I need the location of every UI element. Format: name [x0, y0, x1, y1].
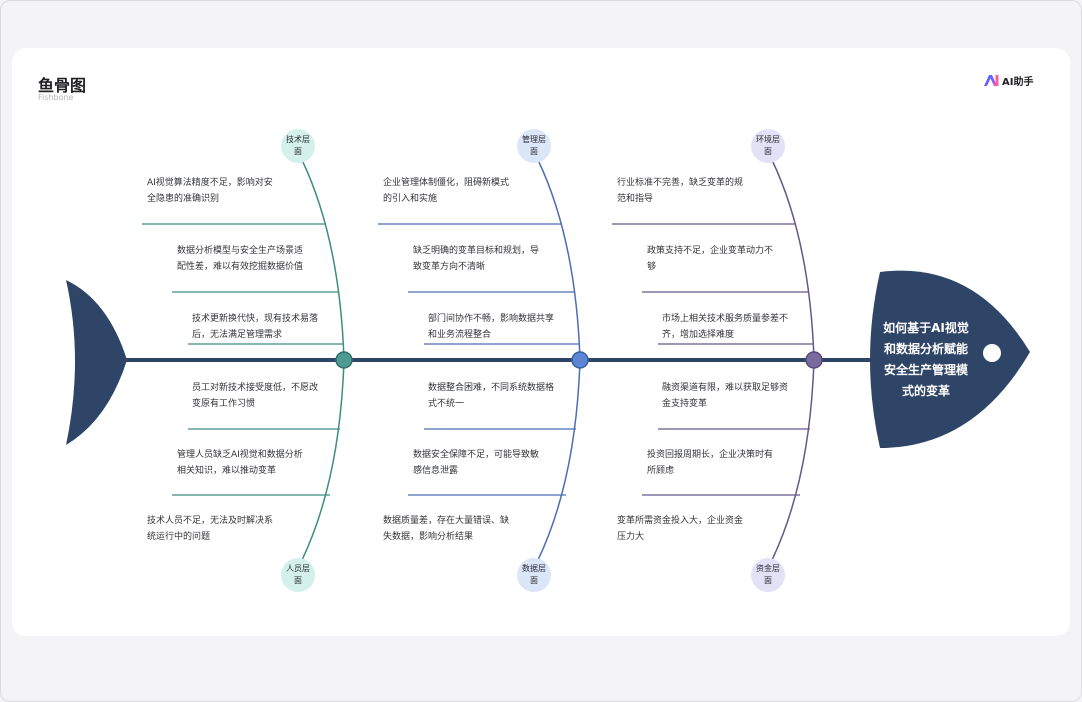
rib-technical — [301, 159, 345, 361]
cause-text[interactable]: 缺乏明确的变革目标和规划，导 致变革方向不清晰 — [413, 246, 540, 272]
cause-text[interactable]: 数据安全保障不足，可能导致敏 感信息泄露 — [413, 450, 540, 476]
cause-text[interactable]: 数据分析模型与安全生产场景适 配性差，难以有效挖掘数据价值 — [177, 246, 304, 272]
category-people[interactable]: 人员层 面 — [281, 558, 315, 592]
fish-eye — [983, 344, 1001, 362]
cause-text[interactable]: 员工对新技术接受度低，不愿改 变原有工作习惯 — [192, 383, 319, 409]
rib-environment — [771, 159, 815, 361]
rib-management — [537, 159, 581, 361]
fish-head-label: 如何基于AI视觉 和数据分析赋能 安全生产管理模 式的变革 — [883, 321, 969, 398]
cause-text[interactable]: 融资渠道有限，难以获取足够资 金支持变革 — [662, 383, 789, 409]
ai-logo-icon — [984, 75, 999, 86]
category-environment[interactable]: 环境层 面 — [751, 129, 785, 163]
ai-assistant-label: AI助手 — [1002, 77, 1034, 88]
cause-text[interactable]: 投资回报周期长，企业决策时有 所顾虑 — [647, 450, 774, 476]
cause-text[interactable]: 管理人员缺乏AI视觉和数据分析 相关知识，难以推动变革 — [177, 450, 303, 476]
rib-people — [301, 359, 345, 561]
page-title: 鱼骨图 — [38, 76, 87, 95]
cause-text[interactable]: 数据质量差，存在大量错误、缺 失数据，影响分析结果 — [383, 516, 510, 542]
junction-node-blue — [571, 351, 589, 369]
ai-assistant-button[interactable]: AI助手 — [984, 73, 1033, 88]
cause-text[interactable]: 行业标准不完善，缺乏变革的规 范和指导 — [617, 178, 744, 204]
fish-tail — [66, 280, 127, 445]
cause-text[interactable]: 技术人员不足，无法及时解决系 统运行中的问题 — [147, 516, 274, 542]
rib-funding — [771, 359, 815, 561]
cause-text[interactable]: 企业管理体制僵化，阻碍新模式 的引入和实施 — [383, 178, 510, 204]
cause-text[interactable]: 技术更新换代快，现有技术易落 后，无法满足管理需求 — [192, 314, 319, 340]
category-management[interactable]: 管理层 面 — [517, 129, 551, 163]
cause-text[interactable]: 市场上相关技术服务质量参差不 齐，增加选择难度 — [662, 314, 789, 340]
cause-text[interactable]: 部门间协作不畅，影响数据共享 和业务流程整合 — [428, 314, 555, 340]
page-subtitle: Fishbone — [38, 93, 74, 102]
category-tech[interactable]: 技术层 面 — [281, 129, 315, 163]
rib-data — [537, 359, 581, 561]
category-data[interactable]: 数据层 面 — [517, 558, 551, 592]
cause-text[interactable]: 数据整合困难，不同系统数据格 式不统一 — [428, 383, 555, 409]
category-funding[interactable]: 资金层 面 — [751, 558, 785, 592]
cause-text[interactable]: AI视觉算法精度不足，影响对安 全隐患的准确识别 — [147, 178, 273, 204]
cause-text[interactable]: 政策支持不足，企业变革动力不 够 — [647, 246, 774, 272]
junction-node-teal — [335, 351, 353, 369]
junction-node-purple — [805, 351, 823, 369]
cause-text[interactable]: 变革所需资金投入大，企业资金 压力大 — [617, 516, 744, 542]
fish-head-shape — [870, 270, 1030, 448]
